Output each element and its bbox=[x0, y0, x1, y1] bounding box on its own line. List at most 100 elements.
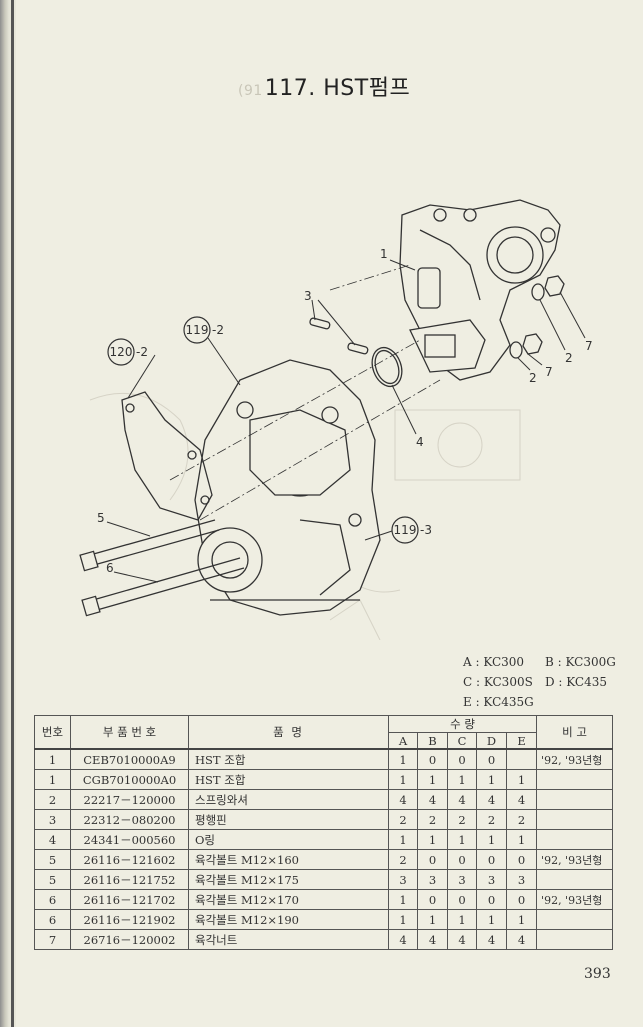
title-text: 117. HST펌프 bbox=[264, 76, 411, 101]
binding-line bbox=[11, 0, 14, 1027]
callout-120-2-number: 120 bbox=[110, 345, 133, 359]
cell-qty-b: 0 bbox=[417, 889, 448, 910]
cell-qty-c: 1 bbox=[447, 829, 477, 850]
label-7-upper: 7 bbox=[585, 339, 593, 353]
cell-qty-a: 1 bbox=[388, 829, 418, 850]
cell-qty-d: 0 bbox=[476, 849, 507, 870]
header-model-d: D bbox=[476, 732, 507, 750]
title-faint-text: (91 bbox=[238, 83, 263, 99]
cell-qty-c: 0 bbox=[447, 748, 477, 770]
cell-qty-c: 4 bbox=[447, 789, 477, 810]
centerlines bbox=[169, 264, 441, 521]
header-part-number: 부 품 번 호 bbox=[70, 715, 189, 750]
cell-qty-d: 0 bbox=[476, 748, 507, 770]
callout-119-3: 119 -3 bbox=[391, 516, 432, 544]
legend-model-c: C : KC300S bbox=[463, 675, 533, 689]
header-model-c: C bbox=[447, 732, 477, 750]
cell-qty-a: 2 bbox=[388, 809, 418, 830]
cell-remarks bbox=[536, 929, 614, 950]
cell-qty-a: 1 bbox=[388, 889, 418, 910]
callout-120-2: 120 -2 bbox=[107, 338, 148, 366]
legend-row: E : KC435G bbox=[463, 692, 627, 712]
header-model-e: E bbox=[505, 732, 538, 750]
cell-part-number: 26116－121902 bbox=[70, 909, 189, 930]
cell-remarks bbox=[536, 869, 614, 890]
page-number: 393 bbox=[584, 966, 611, 982]
legend-model-a: A : KC300 bbox=[463, 655, 525, 669]
cell-qty-e: 4 bbox=[505, 789, 538, 810]
cell-remarks: '92, '93년형 bbox=[536, 748, 614, 770]
cell-part-name: 육각볼트 M12×175 bbox=[188, 869, 389, 890]
label-5: 5 bbox=[97, 511, 105, 525]
transmission-case bbox=[194, 359, 381, 616]
callout-119-2: 119 -2 bbox=[183, 316, 224, 344]
cell-qty-c: 1 bbox=[447, 909, 477, 930]
cell-no: 5 bbox=[34, 849, 71, 870]
washers-and-nuts bbox=[509, 275, 565, 359]
cell-qty-c: 4 bbox=[447, 929, 477, 950]
cell-remarks bbox=[536, 909, 614, 930]
cell-qty-d: 1 bbox=[476, 769, 507, 790]
label-1: 1 bbox=[380, 247, 388, 261]
cell-no: 2 bbox=[34, 789, 71, 810]
cell-qty-b: 0 bbox=[417, 849, 448, 870]
callout-120-2-suffix: -2 bbox=[136, 345, 148, 359]
cell-qty-c: 2 bbox=[447, 809, 477, 830]
label-2-lower: 2 bbox=[529, 371, 537, 385]
cell-part-number: 24341－000560 bbox=[70, 829, 189, 850]
exploded-parts-diagram: 120 -2 119 -2 119 -3 1 3 4 5 6 7 2 7 2 bbox=[79, 199, 593, 640]
header-model-b: B bbox=[417, 732, 448, 750]
cell-no: 7 bbox=[34, 929, 71, 950]
cell-remarks bbox=[536, 769, 614, 790]
cell-remarks: '92, '93년형 bbox=[536, 889, 614, 910]
cell-qty-e: 1 bbox=[505, 909, 538, 930]
cell-qty-b: 0 bbox=[417, 748, 448, 770]
cell-part-number: CEB7010000A9 bbox=[70, 748, 189, 770]
cell-part-name: O링 bbox=[188, 829, 389, 850]
header-no: 번호 bbox=[34, 715, 71, 750]
cell-qty-b: 3 bbox=[417, 869, 448, 890]
label-6: 6 bbox=[106, 561, 114, 575]
cell-part-number: 26716－120002 bbox=[70, 929, 189, 950]
cell-part-number: 26116－121702 bbox=[70, 889, 189, 910]
gasket-plate bbox=[121, 391, 213, 521]
callout-119-3-number: 119 bbox=[394, 523, 417, 537]
cell-qty-d: 1 bbox=[476, 829, 507, 850]
cell-part-name: 육각너트 bbox=[188, 929, 389, 950]
bolts bbox=[79, 519, 245, 617]
cell-qty-a: 1 bbox=[388, 748, 418, 770]
leader-lines bbox=[106, 259, 586, 583]
cell-qty-a: 4 bbox=[388, 929, 418, 950]
cell-qty-d: 0 bbox=[476, 889, 507, 910]
header-model-a: A bbox=[388, 732, 418, 750]
cell-part-number: CGB7010000A0 bbox=[70, 769, 189, 790]
cell-part-name: 평행핀 bbox=[188, 809, 389, 830]
cell-no: 3 bbox=[34, 809, 71, 830]
cell-no: 5 bbox=[34, 869, 71, 890]
cell-remarks bbox=[536, 789, 614, 810]
hst-pump-assembly bbox=[399, 199, 561, 381]
cell-remarks bbox=[536, 809, 614, 830]
cell-no: 6 bbox=[34, 889, 71, 910]
pins-and-oring bbox=[309, 317, 403, 388]
cell-no: 4 bbox=[34, 829, 71, 850]
label-2-upper: 2 bbox=[565, 351, 573, 365]
legend-model-e: E : KC435G bbox=[463, 695, 534, 709]
cell-remarks: '92, '93년형 bbox=[536, 849, 614, 870]
cell-qty-b: 4 bbox=[417, 789, 448, 810]
cell-qty-b: 4 bbox=[417, 929, 448, 950]
cell-qty-e bbox=[505, 748, 538, 770]
cell-qty-c: 0 bbox=[447, 849, 477, 870]
